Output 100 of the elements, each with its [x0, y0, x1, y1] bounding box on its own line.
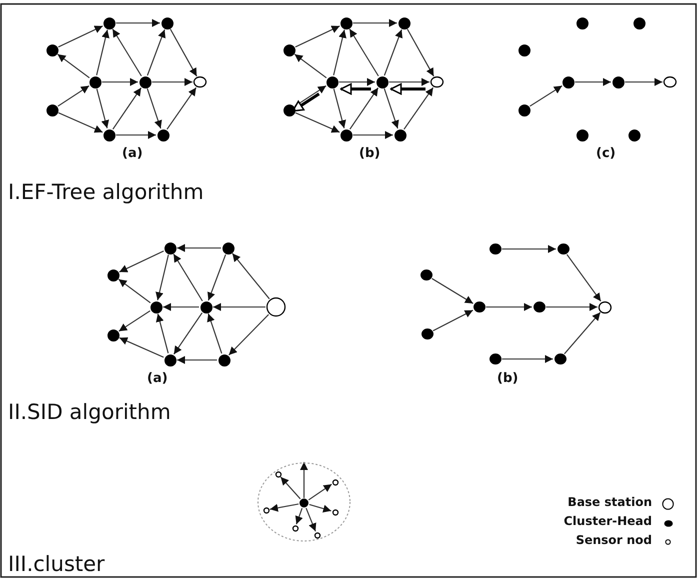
cluster-head-node [488, 353, 502, 365]
arrow [309, 504, 332, 512]
cluster-head-node [398, 16, 410, 30]
arrow [112, 88, 142, 130]
cluster-head-node [340, 128, 352, 142]
cluster-head-node [164, 242, 176, 254]
cluster-head-node [106, 328, 120, 342]
cluster-head-node [518, 104, 530, 116]
cluster-head-node [576, 16, 588, 30]
arrow [625, 78, 662, 86]
arrow [58, 85, 90, 107]
arrow [177, 356, 217, 364]
arrow [163, 303, 199, 311]
arrow [486, 303, 532, 311]
arrow [58, 26, 103, 48]
section-title: II.SID algorithm [8, 400, 171, 424]
arrow [353, 19, 397, 27]
panel-label: (b) [497, 371, 518, 386]
arrow [118, 278, 151, 304]
arrow [146, 88, 162, 129]
arrow [432, 278, 474, 304]
arrow [308, 484, 332, 500]
arrow [156, 254, 169, 300]
thick-arrow [390, 83, 426, 95]
arrow [432, 310, 474, 332]
cluster-head-node [164, 354, 176, 366]
cluster-head-node [612, 76, 624, 88]
sensor-node [314, 532, 320, 538]
arrow [339, 78, 375, 86]
panel-label: (c) [596, 146, 616, 161]
arrow [232, 253, 270, 300]
cluster-head-node [200, 300, 212, 314]
arrow [152, 78, 192, 86]
cluster-head-node [150, 300, 162, 314]
arrow [564, 312, 601, 354]
arrow [173, 254, 203, 302]
arrow [170, 28, 198, 76]
cluster-head-node [376, 76, 388, 88]
sensor-node [274, 470, 282, 478]
base-station-node [598, 300, 612, 314]
arrow [270, 503, 299, 512]
legend-label: Sensor nod [576, 533, 652, 547]
cluster-head-node [576, 128, 588, 142]
legend-label: Base station [568, 495, 652, 509]
cluster-head-node [632, 16, 646, 30]
arrow [384, 88, 399, 129]
cluster-head-node [160, 16, 174, 30]
cluster-head-node [562, 76, 574, 88]
arrow [353, 131, 393, 139]
legend-label: Cluster-Head [564, 514, 652, 528]
arrow [295, 112, 340, 133]
cluster-head-node [222, 242, 234, 254]
arrow [306, 508, 316, 532]
cluster-head-node [138, 76, 152, 88]
arrow [389, 78, 430, 86]
sensor-node [262, 506, 270, 514]
section-title: III.cluster [8, 552, 105, 576]
arrow [280, 476, 301, 500]
arrow [295, 508, 303, 524]
arrow [384, 29, 403, 76]
cluster-boundary [257, 462, 351, 542]
arrow [502, 355, 553, 363]
cluster-head-node [556, 243, 570, 255]
arrow [406, 28, 434, 76]
arrow [228, 314, 269, 356]
panel-label: (b) [359, 146, 380, 161]
arrow [118, 310, 150, 332]
cluster-head-node [102, 128, 116, 142]
sensor-node [332, 478, 338, 486]
arrow [333, 30, 346, 76]
cluster-head-node [102, 16, 116, 30]
panel-label: (a) [147, 371, 168, 386]
arrow [502, 245, 556, 253]
arrow [102, 78, 138, 86]
thick-arrow [292, 92, 320, 112]
base-station-node [430, 76, 444, 88]
arrow [119, 250, 164, 272]
arrow [57, 54, 90, 78]
arrow [295, 26, 340, 48]
base-station-node [193, 76, 207, 88]
arrow [173, 312, 203, 354]
arrow [294, 54, 327, 78]
cluster-head-node [326, 76, 338, 88]
cluster-head-node [156, 128, 170, 142]
cluster-head-node [472, 301, 486, 313]
cluster-head-node [420, 328, 434, 340]
arrow [207, 313, 222, 354]
cluster-head-node [282, 104, 296, 116]
arrow [349, 88, 379, 130]
panel-label: (a) [122, 146, 143, 161]
cluster-head-node [106, 268, 120, 282]
cluster-head-node [46, 104, 58, 116]
arrow [116, 19, 160, 27]
section-title: I.EF-Tree algorithm [8, 180, 204, 204]
cluster-head-node [554, 353, 566, 365]
sensor-node [292, 524, 298, 532]
arrow [177, 244, 221, 252]
arrow [112, 28, 142, 76]
cluster-head-node [46, 44, 58, 56]
sensor-node [332, 508, 338, 516]
